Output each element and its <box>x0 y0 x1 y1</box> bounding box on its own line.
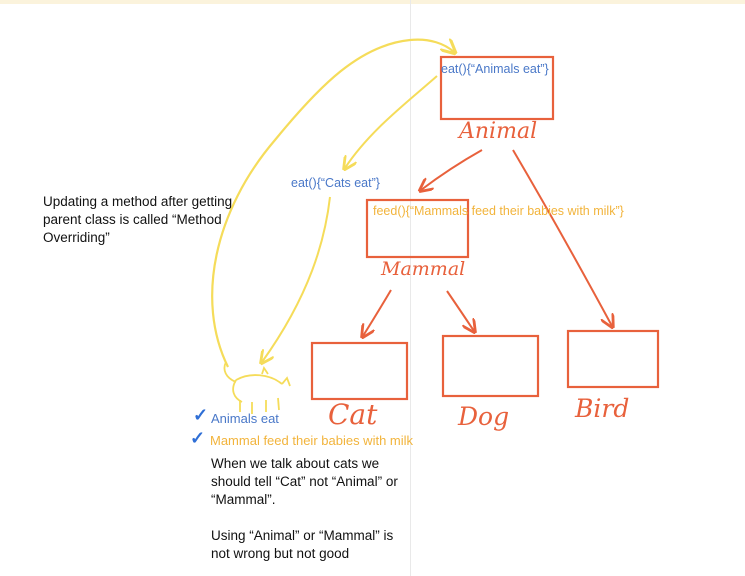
dog-class-label: Dog <box>458 402 510 431</box>
animal-class-label: Animal <box>459 119 538 144</box>
cats-note-line: “Mammal”. <box>211 492 276 507</box>
cat-eat-to-cat-yellow-arrow <box>345 75 438 168</box>
top-strip <box>0 0 745 4</box>
cats-note-spacer <box>211 509 398 527</box>
method-overriding-note: Updating a method after getting parent c… <box>43 193 232 247</box>
cat-eat-method: eat(){“Cats eat”} <box>291 176 380 190</box>
cat-doodle-icon <box>223 361 291 414</box>
cats-note-line: Using “Animal” or “Mammal” is <box>211 528 394 543</box>
cat-class-label: Cat <box>328 398 378 431</box>
animal-to-mammal-arrow <box>421 149 483 190</box>
check-icon: ✓ <box>190 428 206 448</box>
animal-eat-method: eat(){“Animals eat”} <box>441 62 549 76</box>
mammal-to-dog-arrow <box>446 290 474 331</box>
cat-class-box <box>310 341 409 401</box>
cats-note-line: should tell “Cat” not “Animal” or <box>211 474 398 489</box>
mammal-class-label: Mammal <box>381 258 466 280</box>
checklist-item-mammal-feed: Mammal feed their babies with milk <box>210 433 414 448</box>
mammal-class-box <box>365 198 470 259</box>
animal-to-bird-arrow <box>512 149 612 326</box>
cats-note-line: not wrong but not good <box>211 546 350 561</box>
override-to-cat-yellow-arrow <box>262 196 331 362</box>
override-note-line: Updating a method after getting <box>43 194 233 209</box>
mammal-feed-method: feed(){“Mammals feed their babies with m… <box>373 204 624 218</box>
checklist-item-animals-eat: Animals eat <box>211 411 279 426</box>
bird-class-box <box>566 329 660 389</box>
mammal-to-cat-arrow <box>363 289 392 336</box>
check-icon: ✓ <box>193 405 209 425</box>
override-note-line: parent class is called “Method <box>43 212 222 227</box>
cats-note-line: When we talk about cats we <box>211 456 380 471</box>
cat-to-animal-yellow-arrow <box>211 40 454 368</box>
animal-class-box <box>439 55 555 121</box>
page-divider <box>410 0 411 576</box>
override-note-line: Overriding” <box>43 230 110 245</box>
dog-class-box <box>441 334 540 398</box>
bird-class-label: Bird <box>575 394 630 423</box>
cats-note: When we talk about cats we should tell “… <box>211 455 398 563</box>
